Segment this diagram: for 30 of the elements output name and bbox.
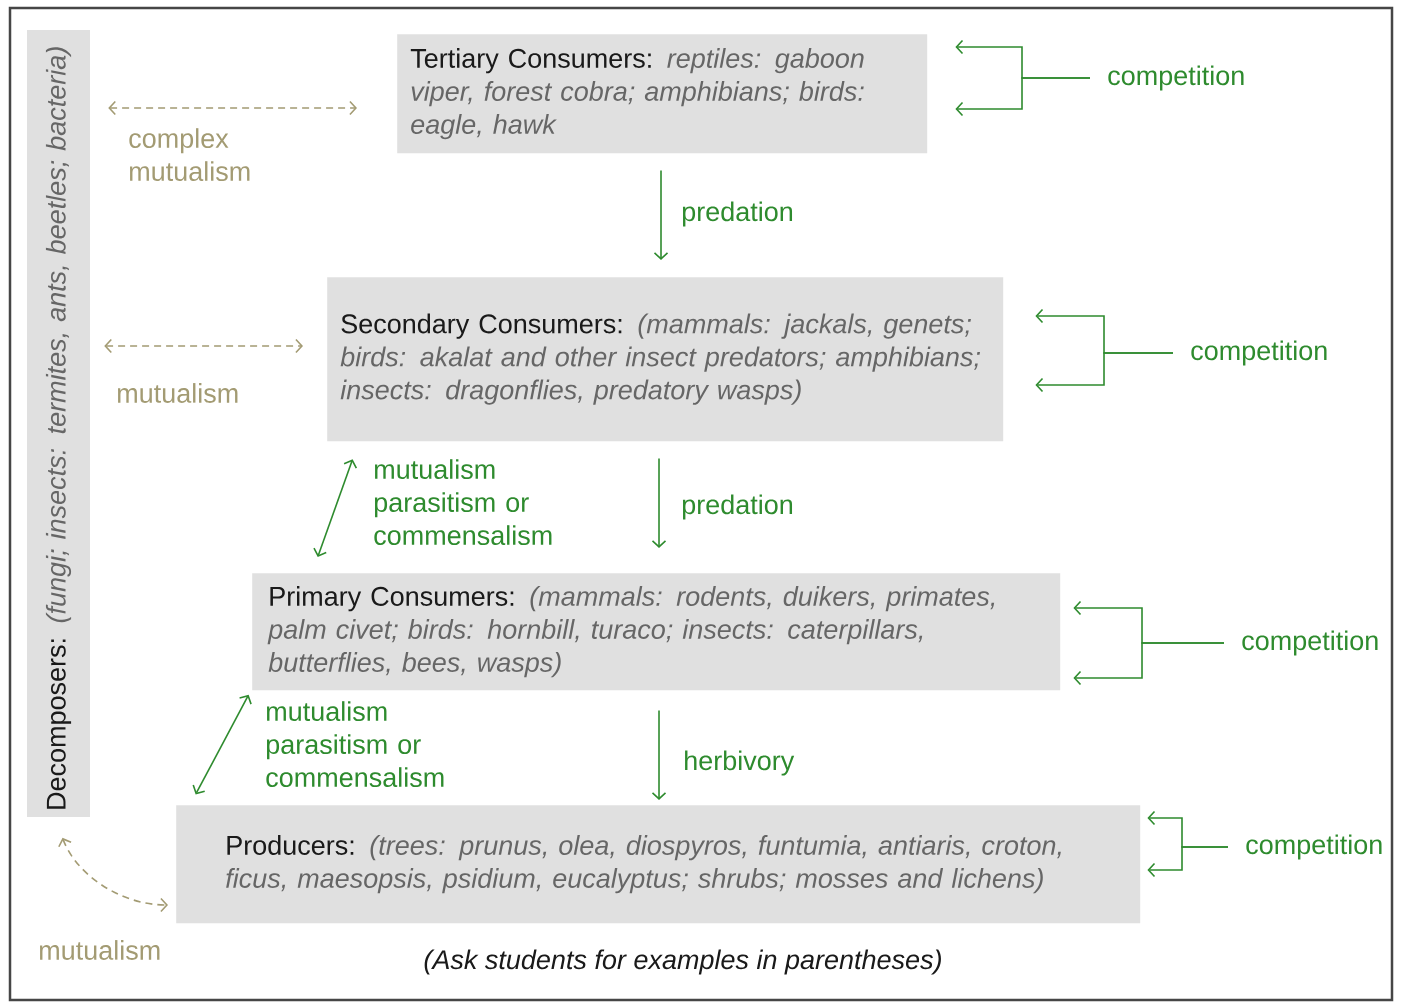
arrow: [1035, 352, 1174, 393]
arrow: [651, 457, 667, 548]
arrow: [955, 77, 1091, 117]
level-box: Producers: (trees: prunus, olea, diospyros, funtumia, antiaris, croton, ficus, maesopsis, psidium, eucalyptus; shrubs; mosses and lichens): [176, 805, 1141, 924]
edge-label: mutualism parasitism or commensalism: [266, 701, 444, 788]
level-box: Primary Consumers: (mammals: rodents, duikers, primates, palm civet; birds: hornbill, turaco; insects: caterpillars, butterflies, bees, wasps): [252, 573, 1061, 691]
arrow: [1073, 642, 1225, 686]
dashed-arrow: [58, 837, 168, 913]
arrow: [192, 694, 252, 795]
relation-label: competition: [1108, 65, 1244, 91]
edge-label: herbivory: [685, 750, 795, 776]
level-box: Secondary Consumers: (mammals: jackals, genets; birds: akalat and other insect predators; amphibians; insects: dragonflies, predatory wasps): [327, 277, 1004, 442]
note: (Ask students for examples in parentheses): [424, 949, 941, 975]
arrow: [1147, 846, 1229, 878]
level-box: Tertiary Consumers: reptiles: gaboon viper, forest cobra; amphibians; birds: eagle, hawk: [397, 34, 928, 154]
edge-label: mutualism parasitism or commensalism: [374, 459, 552, 546]
edge-label: predation: [682, 494, 793, 520]
arrow: [653, 169, 669, 260]
arrow: [313, 459, 358, 557]
relation-label: competition: [1246, 834, 1382, 860]
decomposer-band: Decomposers: (fungi; insects: termites, ants, beetles; bacteria): [27, 30, 90, 817]
edge-label: mutualism: [118, 383, 238, 403]
arrow: [651, 709, 667, 800]
edge-label: complex mutualism: [129, 128, 250, 182]
relation-label: competition: [1191, 340, 1327, 366]
edge-label: predation: [682, 201, 793, 227]
dashed-arrow: [104, 338, 303, 354]
relation-label: competition: [1242, 630, 1378, 656]
dashed-arrow: [108, 100, 357, 116]
edge-label: mutualism: [40, 940, 160, 960]
